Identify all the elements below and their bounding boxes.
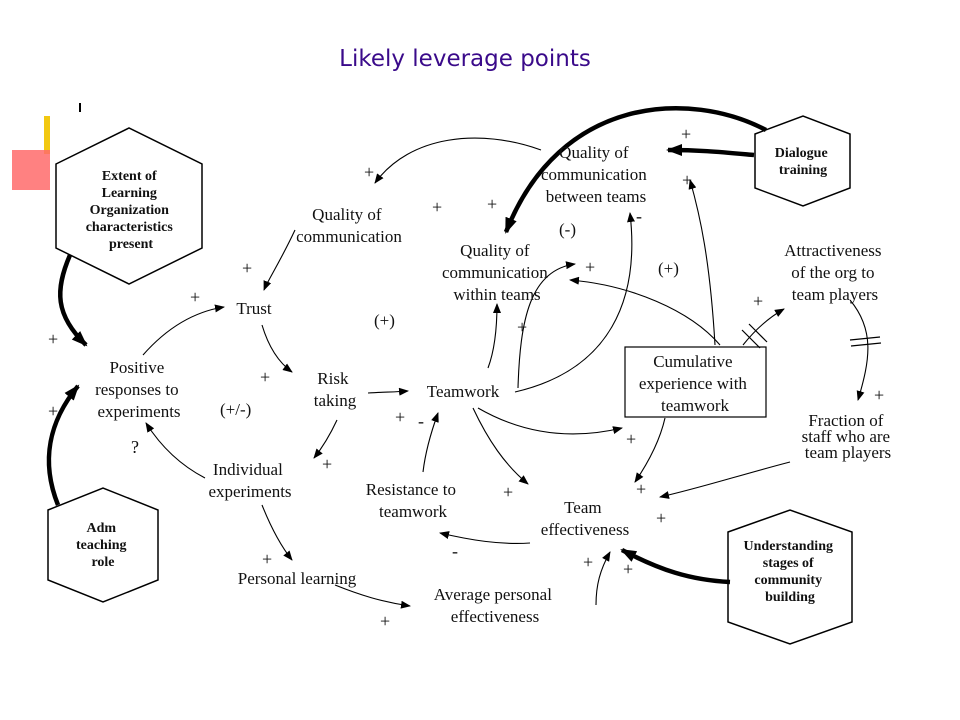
- teamwork-label: Teamwork: [427, 382, 500, 401]
- sign-minus: -: [636, 206, 642, 226]
- attractiveness-label: Attractiveness of the org to team player…: [784, 241, 886, 304]
- extent-lo-label: Extent of Learning Organization characte…: [86, 169, 177, 252]
- personal-learning-label: Personal learning: [238, 569, 357, 588]
- slide-title: Likely leverage points: [339, 46, 591, 72]
- positive-responses-label: Positive responses to experiments: [95, 358, 183, 421]
- loop-plus-right: (+): [658, 259, 679, 278]
- sign-plus: +: [260, 367, 270, 387]
- sign-plus: +: [487, 194, 497, 214]
- resistance-label: Resistance to teamwork: [366, 480, 460, 521]
- cumulative-box: [624, 346, 767, 418]
- loop-plus-minus: (+/-): [220, 400, 251, 419]
- individual-experiments-label: Individual experiments: [208, 460, 291, 501]
- sign-plus: +: [380, 611, 390, 631]
- sign-plus: +: [395, 407, 405, 427]
- template-decoration: [12, 103, 81, 190]
- sign-plus: +: [190, 287, 200, 307]
- sign-plus: +: [432, 197, 442, 217]
- sign-plus: +: [656, 508, 666, 528]
- polarity-signs: + + + + + - + + + + + + + + + + - + ? + …: [48, 124, 884, 631]
- sign-plus: +: [364, 162, 374, 182]
- sign-plus: +: [682, 170, 692, 190]
- qc-label: Quality of communication: [296, 205, 402, 246]
- sign-plus: +: [874, 385, 884, 405]
- sign-plus: +: [48, 401, 58, 421]
- sign-plus: +: [517, 317, 527, 337]
- sign-plus: +: [262, 549, 272, 569]
- sign-plus: +: [503, 482, 513, 502]
- sign-plus: +: [242, 258, 252, 278]
- trust-label: Trust: [236, 299, 272, 318]
- causal-arrows: [142, 137, 869, 609]
- qc-within-label: Quality of communication within teams: [442, 241, 552, 304]
- cumulative-label: Cumulative experience with teamwork: [639, 352, 751, 415]
- risk-taking-label: Risk taking: [314, 369, 357, 410]
- node-labels: Extent of Learning Organization characte…: [76, 143, 895, 626]
- sign-plus: +: [626, 429, 636, 449]
- sign-plus: +: [48, 329, 58, 349]
- adm-teaching-hexagon: [47, 487, 159, 603]
- average-personal-effectiveness-label: Average personal effectiveness: [434, 585, 556, 626]
- adm-teaching-label: Adm teaching role: [76, 521, 130, 570]
- extent-lo-hexagon: [55, 127, 203, 285]
- delay-marks: [741, 323, 882, 349]
- loop-minus: (-): [559, 220, 576, 239]
- sign-minus: -: [452, 541, 458, 561]
- sign-question: ?: [131, 437, 139, 457]
- sign-plus: +: [636, 479, 646, 499]
- sign-plus: +: [585, 257, 595, 277]
- sign-plus: +: [322, 454, 332, 474]
- sign-plus: +: [681, 124, 691, 144]
- sign-minus: -: [418, 411, 424, 431]
- sign-plus: +: [753, 291, 763, 311]
- sign-plus: +: [623, 559, 633, 579]
- understanding-label: Understanding stages of community buildi…: [744, 539, 837, 605]
- loop-plus-mid: (+): [374, 311, 395, 330]
- dialogue-hexagon: [754, 115, 851, 207]
- fraction-label: Fraction of staff who are team players: [802, 411, 895, 462]
- loop-labels: (-) (+) (+) (+/-): [220, 220, 679, 419]
- sign-plus: +: [583, 552, 593, 572]
- leverage-arrows: [46, 106, 768, 585]
- qc-between-label: Quality of communication between teams: [541, 143, 651, 206]
- understanding-hexagon: [727, 509, 853, 645]
- team-effectiveness-label: Team effectiveness: [541, 498, 629, 539]
- dialogue-label: Dialogue training: [775, 146, 831, 178]
